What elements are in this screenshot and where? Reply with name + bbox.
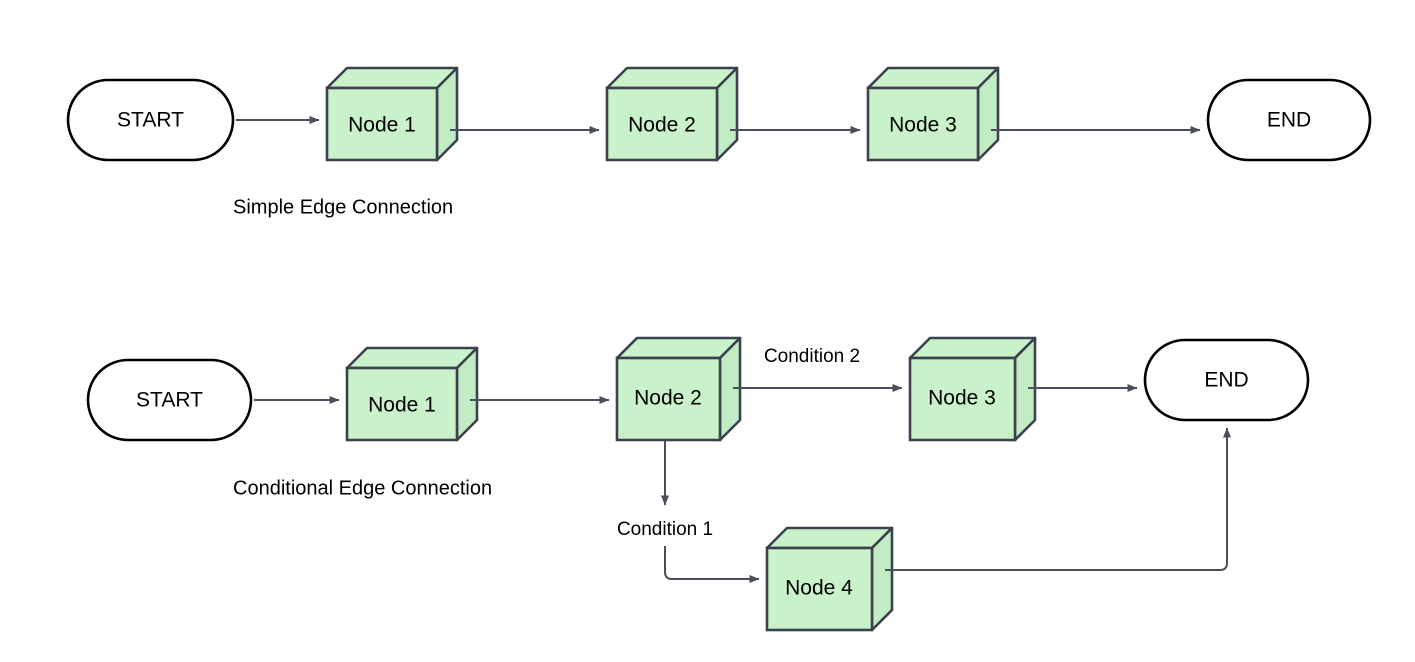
- cube-front-face: [345, 366, 459, 442]
- start-terminal-row2[interactable]: START: [86, 358, 253, 442]
- end-shape: [1143, 338, 1310, 422]
- node-2-cube-row2[interactable]: Node 2: [615, 336, 742, 442]
- edge-node2-down-row2: Condition 1: [617, 441, 713, 540]
- node-2-cube-row1[interactable]: Node 2: [605, 66, 739, 162]
- node-label: Node 3: [928, 387, 996, 410]
- edge-node4-to-end-row2: [885, 427, 1231, 571]
- end-terminal-row1[interactable]: END: [1206, 78, 1372, 162]
- caption-simple-edge: Simple Edge Connection: [233, 196, 453, 218]
- end-label: END: [1267, 109, 1311, 132]
- node-label: Node 2: [628, 114, 696, 137]
- node-label: Node 1: [368, 394, 436, 417]
- cube-top-face: [325, 66, 459, 90]
- end-terminal-row2[interactable]: END: [1143, 338, 1310, 422]
- cube-side-face: [870, 526, 894, 632]
- start-shape: [66, 78, 235, 162]
- cube-front-face: [908, 356, 1017, 442]
- end-shape: [1206, 78, 1372, 162]
- edge-path: [885, 427, 1231, 571]
- start-label: START: [136, 389, 203, 412]
- row-conditional-edge: START Node 1 Node 2 Condition 2: [86, 336, 1310, 632]
- cube-top-face: [605, 66, 739, 90]
- cube-front-face: [765, 546, 874, 632]
- node-3-cube-row1[interactable]: Node 3: [866, 66, 1000, 162]
- node-label: Node 3: [889, 114, 957, 137]
- start-label: START: [117, 109, 184, 132]
- node-4-cube-row2[interactable]: Node 4: [765, 526, 894, 632]
- cube-top-face: [866, 66, 1000, 90]
- node-label: Node 1: [348, 114, 416, 137]
- cube-front-face: [615, 356, 722, 442]
- cube-front-face: [325, 86, 439, 162]
- node-label: Node 4: [785, 577, 853, 600]
- edge-condition1-to-node4-row2: [664, 546, 760, 583]
- cube-front-face: [866, 86, 980, 162]
- node-1-cube-row2[interactable]: Node 1: [345, 346, 479, 442]
- start-shape: [86, 358, 253, 442]
- row-simple-edge: START Node 1 Node 2: [66, 66, 1372, 218]
- cube-front-face: [605, 86, 719, 162]
- start-terminal-row1[interactable]: START: [66, 78, 235, 162]
- node-label: Node 2: [634, 387, 702, 410]
- node-3-cube-row2[interactable]: Node 3: [908, 336, 1037, 442]
- condition-2-label: Condition 2: [764, 346, 860, 367]
- node-1-cube-row1[interactable]: Node 1: [325, 66, 459, 162]
- condition-1-label: Condition 1: [617, 519, 713, 540]
- edge-node2-to-node3-row2: Condition 2: [733, 346, 903, 392]
- edge-path: [664, 546, 760, 583]
- caption-conditional-edge: Conditional Edge Connection: [233, 477, 492, 499]
- end-label: END: [1204, 369, 1248, 392]
- cube-top-face: [345, 346, 479, 370]
